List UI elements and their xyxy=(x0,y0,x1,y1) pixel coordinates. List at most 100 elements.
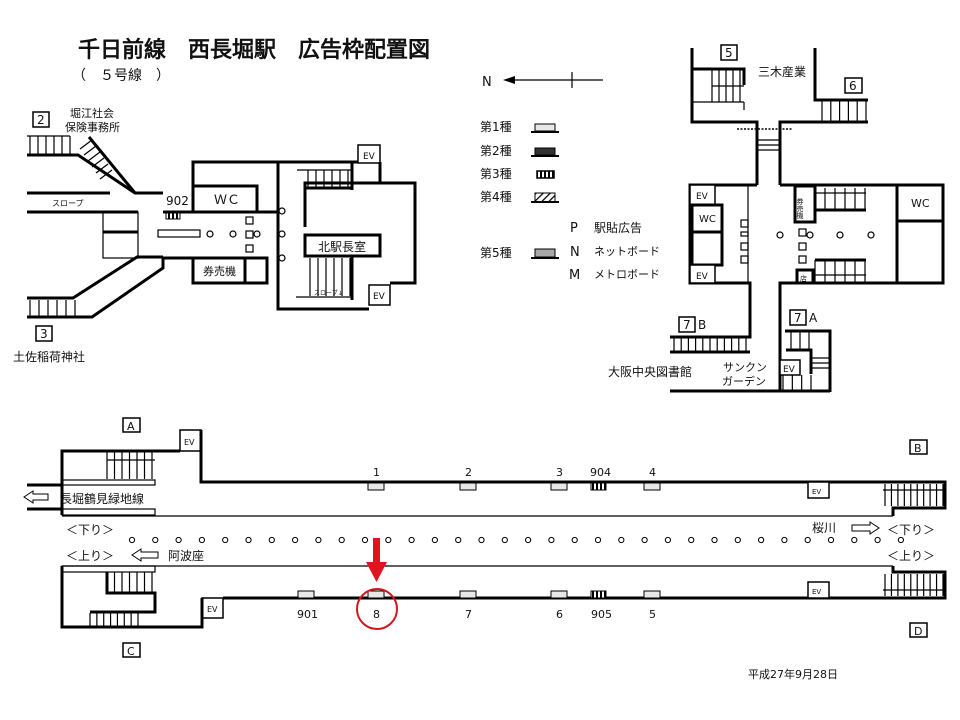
down-track-label: ＜下り＞ xyxy=(66,523,114,537)
platform: A B C D EV 長堀鶴見緑地線 EV ＜下り＞ ＜上り＞ 阿波座 桜川 ＜… xyxy=(23,417,947,658)
ad-slot-901: 901 xyxy=(297,590,318,621)
ad-slot-1: 1 xyxy=(367,466,385,491)
ad-slot-2: 2 xyxy=(459,466,477,491)
page-title: 千日前線 西長堀駅 広告枠配置図 xyxy=(78,37,430,63)
up-track-label: ＜上り＞ xyxy=(887,549,935,563)
pillar xyxy=(175,536,182,544)
stairs xyxy=(814,188,866,210)
exit-a-label: A xyxy=(127,420,135,433)
stairs xyxy=(29,136,71,154)
arrow-left-icon xyxy=(131,548,159,562)
ev-label: EV xyxy=(373,292,386,302)
ad-slot-label: 902 xyxy=(166,194,189,208)
stairs xyxy=(309,258,351,296)
page-subtitle: （ ５号線 ） xyxy=(72,68,170,84)
down-track-label: ＜下り＞ xyxy=(887,523,935,537)
pillar xyxy=(152,536,159,544)
ad-slot-7: 7 xyxy=(459,590,477,621)
svg-text:6: 6 xyxy=(556,608,563,621)
exit-6-label: 6 xyxy=(849,79,857,93)
ev-label: EV xyxy=(783,365,796,375)
slope-label: スロープ xyxy=(52,199,84,208)
exit-7b-label: 7 xyxy=(683,318,691,332)
ad-slot-8: 8 xyxy=(367,590,385,621)
pillar xyxy=(245,536,252,544)
pillar xyxy=(571,536,578,544)
svg-text:7: 7 xyxy=(465,608,472,621)
svg-text:4: 4 xyxy=(649,466,656,479)
pillar xyxy=(827,536,835,544)
stairs xyxy=(673,337,747,352)
platform-pillars xyxy=(128,536,905,544)
ev-label: EV xyxy=(812,488,821,496)
ad-slot-3: 3 xyxy=(550,466,568,491)
highlight-marker xyxy=(356,538,398,630)
arrow-right-icon xyxy=(851,521,880,535)
exit-b-label: B xyxy=(914,442,922,455)
pillar xyxy=(548,536,555,544)
sunken-garden-label: ガーデン xyxy=(722,374,766,388)
svg-text:2: 2 xyxy=(465,466,472,479)
legend: N 第1種 第2種 第3種 第4種 P 駅貼広告 第5種 N ネットボード M … xyxy=(480,72,660,283)
legend-type-1: 第1種 xyxy=(480,120,512,134)
legend-code-label: メトロボード xyxy=(594,268,660,281)
stairs xyxy=(884,484,944,506)
wc-label: WC xyxy=(699,214,716,225)
svg-text:3: 3 xyxy=(556,466,563,479)
exit-2-place: 堀江社会 xyxy=(70,106,114,120)
exit-3-label: 3 xyxy=(40,327,48,341)
north-label: N xyxy=(482,75,492,90)
exit-a-box xyxy=(122,417,141,433)
pillar xyxy=(455,536,462,544)
exit-6-box xyxy=(844,77,863,94)
ev-label: EV xyxy=(696,192,709,202)
exit-7a-label: 7 xyxy=(794,311,802,325)
ad-slot-5: 5 xyxy=(643,590,661,621)
pillar xyxy=(874,536,881,544)
connecting-line-label: 長堀鶴見緑地線 xyxy=(60,491,144,506)
stairs xyxy=(106,572,153,593)
up-track-label: ＜上り＞ xyxy=(66,549,114,563)
shop-label: 店 xyxy=(800,274,807,283)
pillar xyxy=(804,536,811,544)
exit-7a-suffix: A xyxy=(809,311,818,325)
concourse-west: 2 堀江社会 保険事務所 スロープ 3 土佐稲荷神社 902 ＷＣ 券売機 xyxy=(13,106,417,364)
exit-7b-box xyxy=(678,316,696,333)
legend-type-3: 第3種 xyxy=(480,167,512,181)
pillar xyxy=(781,536,788,544)
exit-3-box xyxy=(35,325,53,342)
exit-c-box xyxy=(122,642,141,658)
exit-5-label: 5 xyxy=(725,46,733,60)
exit-d-box xyxy=(909,622,928,638)
ev-label: EV xyxy=(207,605,218,614)
legend-type-4: 第4種 xyxy=(480,190,512,204)
pillar xyxy=(758,536,765,544)
down-destination-label: 桜川 xyxy=(812,521,836,535)
stairs xyxy=(884,574,944,596)
legend-code-label: 駅貼広告 xyxy=(594,220,642,235)
svg-text:901: 901 xyxy=(297,608,318,621)
wc-label: ＷＣ xyxy=(214,193,240,208)
pillar xyxy=(361,536,369,544)
stairs xyxy=(307,170,349,188)
ad-slot-904: 904 xyxy=(590,466,611,491)
exit-c-label: C xyxy=(127,645,135,658)
pillar xyxy=(408,536,415,544)
svg-text:8: 8 xyxy=(373,608,380,621)
pillar xyxy=(338,536,345,544)
ad-slot-905: 905 xyxy=(590,590,612,621)
highlight-circle xyxy=(356,588,398,630)
exit-5-box xyxy=(720,44,738,61)
pillar xyxy=(128,536,136,544)
pillar xyxy=(734,536,741,544)
pillar xyxy=(385,536,392,544)
legend-code: N xyxy=(570,245,580,260)
ev-label: EV xyxy=(184,438,195,447)
red-arrow-icon xyxy=(373,538,380,562)
exit-2-label: 2 xyxy=(37,113,45,127)
pillar xyxy=(594,536,602,544)
pillar xyxy=(431,536,438,544)
exit-7b-suffix: B xyxy=(698,318,706,332)
ev-label: EV xyxy=(812,588,821,596)
concourse-east: 5 三木産業 6 EV WC EV 券売機 店 xyxy=(608,44,945,393)
